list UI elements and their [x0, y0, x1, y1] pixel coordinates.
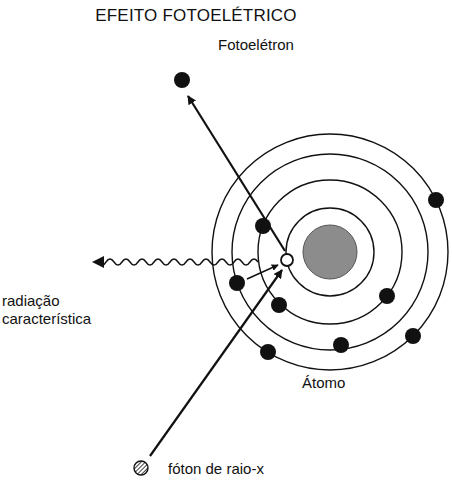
xray-photon: [134, 461, 148, 475]
photoelectron: [174, 72, 190, 88]
transition-arrow: [247, 265, 278, 279]
part-label: Fotoelétron: [218, 36, 338, 54]
electron-vacancy: [281, 254, 293, 266]
nucleus: [303, 225, 357, 279]
xray-photon-arrow: [150, 270, 282, 456]
part-label: Átomo: [302, 374, 372, 392]
part-label: fóton de raio-x: [168, 460, 308, 478]
characteristic-wave: [102, 259, 258, 265]
diagram-title: EFEITO FOTOELÉTRICO: [0, 6, 392, 26]
atom-orbits: [212, 134, 448, 370]
electrons: [229, 192, 444, 360]
wave-arrowhead: [92, 256, 104, 268]
photoelectron-arrow: [188, 96, 285, 251]
part-label: radiação característica: [2, 292, 114, 328]
